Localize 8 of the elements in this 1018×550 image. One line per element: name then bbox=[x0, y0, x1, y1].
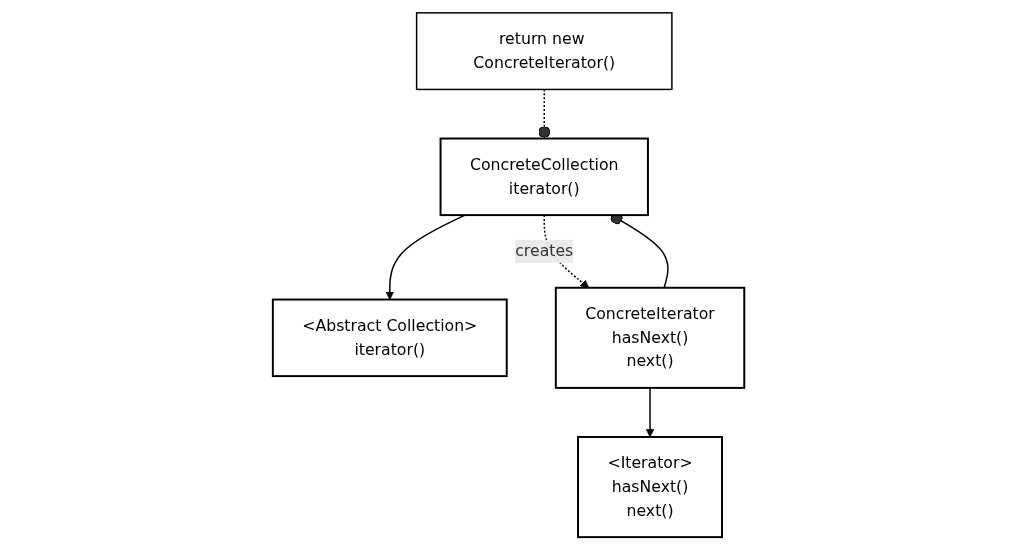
edge-label: creates bbox=[515, 241, 574, 261]
arrow bbox=[646, 387, 655, 438]
node-box: <Abstract Collection> iterator() bbox=[272, 298, 509, 378]
connector bbox=[538, 88, 551, 140]
node-box: ConcreteIterator hasNext() next() bbox=[555, 286, 746, 389]
node-box: ConcreteCollection iterator() bbox=[440, 137, 650, 217]
node-box: <Iterator> hasNext() next() bbox=[577, 436, 724, 539]
node-box: return new ConcreteIterator() bbox=[416, 12, 674, 91]
